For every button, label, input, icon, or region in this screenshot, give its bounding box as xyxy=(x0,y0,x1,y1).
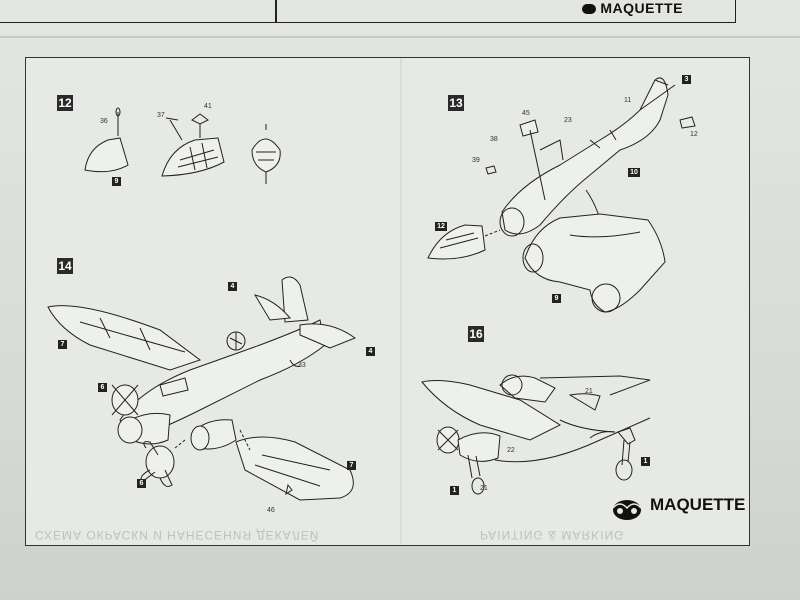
part-number-23: 23 xyxy=(564,117,572,124)
part-box-9-wing: 9 xyxy=(552,294,561,303)
part-number-38: 38 xyxy=(490,136,498,143)
header-brand-logo: MAQUETTE xyxy=(582,0,683,16)
step-13-nose xyxy=(427,224,501,260)
step-16-aircraft xyxy=(421,374,651,463)
part-number-11: 11 xyxy=(624,97,632,104)
part-box-9: 9 xyxy=(112,177,121,186)
part-number-22: 22 xyxy=(507,447,515,454)
step-14-engine-right xyxy=(174,419,237,451)
part-number-12: 12 xyxy=(690,131,698,138)
step-14-engine-left xyxy=(111,384,171,445)
part-box-4-top: 4 xyxy=(228,282,237,291)
center-fold xyxy=(400,57,402,544)
part-number-37: 37 xyxy=(157,112,165,119)
step-13-lower-wing xyxy=(522,213,666,313)
header-brand-text: MAQUETTE xyxy=(600,0,683,16)
step-12-nose-part-a xyxy=(84,107,129,173)
step-14-aircraft xyxy=(47,276,357,501)
previous-page-divider xyxy=(275,0,277,22)
part-number-36: 36 xyxy=(100,118,108,125)
part-number-41: 41 xyxy=(204,103,212,110)
part-number-21-bottom: 21 xyxy=(480,485,488,492)
part-number-46: 46 xyxy=(267,507,275,514)
part-box-4-right: 4 xyxy=(366,347,375,356)
header-logo-icon xyxy=(582,4,596,15)
maquette-logo-icon xyxy=(612,500,642,520)
part-box-7-right: 7 xyxy=(347,461,356,470)
footer-brand-text: MAQUETTE xyxy=(650,495,746,514)
part-number-21-top: 21 xyxy=(585,388,593,395)
step-13-fuselage xyxy=(485,77,696,241)
step-13-label: 13 xyxy=(448,95,464,111)
step-16-gear-strut xyxy=(589,427,636,481)
part-box-1-right: 1 xyxy=(641,457,650,466)
footer-brand-logo: MAQUETTE xyxy=(608,495,745,515)
previous-page-strip: MAQUETTE xyxy=(0,0,800,40)
part-number-45: 45 xyxy=(522,110,530,117)
step-12-label: 12 xyxy=(57,95,73,111)
previous-page-frame xyxy=(0,0,736,23)
paper-fold-line xyxy=(0,36,800,38)
step-16-label: 16 xyxy=(468,326,484,342)
step-14-label: 14 xyxy=(57,258,73,274)
part-box-6-lower: 6 xyxy=(137,479,146,488)
step-12-nose-front-view xyxy=(251,124,281,184)
step-12-nose-part-b xyxy=(161,113,225,177)
part-box-10: 10 xyxy=(628,168,640,177)
part-box-7-left: 7 xyxy=(58,340,67,349)
step-16-engine-gear xyxy=(436,426,501,495)
part-number-33: 33 xyxy=(298,362,306,369)
part-box-1-left: 1 xyxy=(450,486,459,495)
part-box-6-upper: 6 xyxy=(98,383,107,392)
part-box-12: 12 xyxy=(435,222,447,231)
part-box-3: 3 xyxy=(682,75,691,84)
part-number-39: 39 xyxy=(472,157,480,164)
